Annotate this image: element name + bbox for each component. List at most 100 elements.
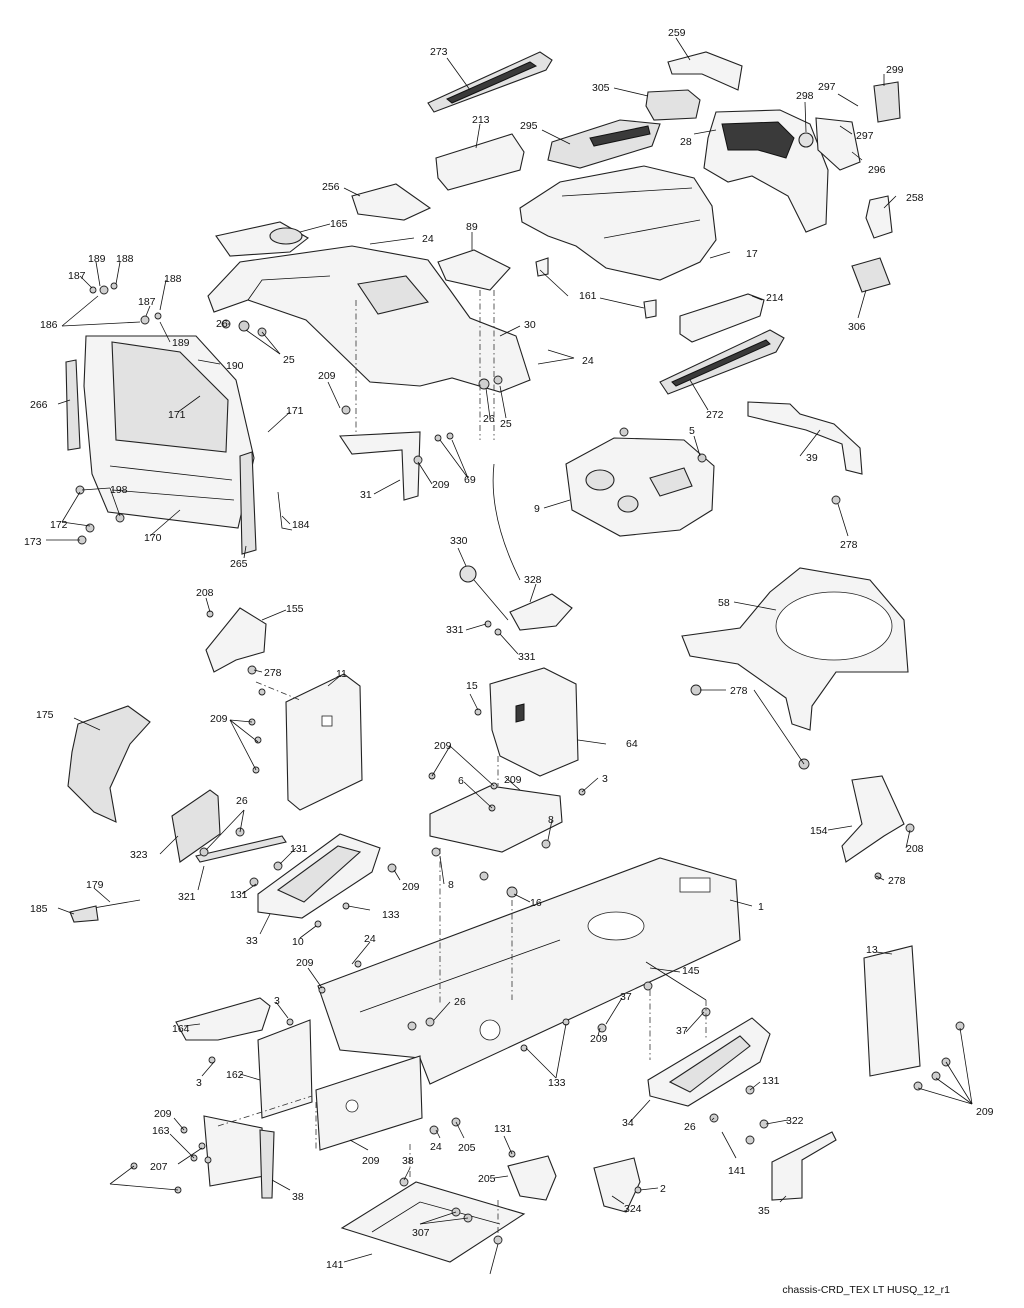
callout-label: 154 (810, 825, 828, 837)
callout-label: 190 (226, 360, 244, 372)
assembly-lines (217, 290, 707, 1236)
callout-label: 322 (786, 1115, 804, 1127)
callout-label: 165 (330, 218, 348, 230)
plate-6 (429, 785, 563, 853)
callout-label: 26 (684, 1121, 696, 1133)
callout-label: 141 (728, 1165, 746, 1177)
callout-label: 8 (448, 879, 454, 891)
callout-label: 28 (680, 136, 692, 148)
callout-label: 259 (668, 27, 686, 39)
callout-label: 26 (483, 413, 495, 425)
console-9 (565, 437, 715, 537)
rod-184 (277, 491, 293, 531)
callout-label: 30 (524, 319, 536, 331)
callout-label: 39 (806, 452, 818, 464)
callout-label: 265 (230, 558, 248, 570)
bracket-328 (509, 593, 573, 631)
fender-30 (207, 245, 531, 393)
callout-label: 296 (868, 164, 886, 176)
callout-label: 37 (676, 1025, 688, 1037)
pedal-34 (647, 1017, 771, 1107)
bracket-214 (679, 293, 765, 343)
callout-label: 33 (246, 935, 258, 947)
diagram-code: chassis-CRD_TEX LT HUSQ_12_r1 (782, 1284, 950, 1296)
plate-13 (863, 945, 921, 1077)
callout-label: 189 (172, 337, 190, 349)
hood-17 (519, 165, 717, 281)
hardware (75, 282, 965, 1245)
rod-145 (645, 961, 707, 1001)
callout-label: 8 (548, 814, 554, 826)
shield-323 (171, 789, 221, 863)
callout-label: 188 (164, 273, 182, 285)
bracket-207 (203, 1115, 265, 1187)
callout-label: 198 (110, 484, 128, 496)
callout-label: 38 (292, 1191, 304, 1203)
callout-label: 328 (524, 574, 542, 586)
callout-label: 155 (286, 603, 304, 615)
callout-label: 278 (730, 685, 748, 697)
callout-label: 133 (548, 1077, 566, 1089)
callout-label: 131 (762, 1075, 780, 1087)
callout-label: 179 (86, 879, 104, 891)
callout-label: 307 (412, 1227, 430, 1239)
callout-label: 163 (152, 1125, 170, 1137)
plate-64 (489, 667, 579, 777)
callout-label: 205 (458, 1142, 476, 1154)
callout-label: 171 (168, 409, 186, 421)
callout-label: 184 (292, 519, 310, 531)
callout-label: 187 (68, 270, 86, 282)
callout-label: 164 (172, 1023, 190, 1035)
rod-321 (195, 835, 287, 863)
callout-label: 208 (906, 843, 924, 855)
callout-label: 173 (24, 536, 42, 548)
callout-label: 10 (292, 936, 304, 948)
callout-label: 13 (866, 944, 878, 956)
callout-label: 24 (582, 355, 594, 367)
lid-256 (351, 183, 432, 221)
callout-label: 89 (466, 221, 478, 233)
callout-label: 331 (446, 624, 464, 636)
callout-label: 207 (150, 1161, 168, 1173)
callout-label: 208 (196, 587, 214, 599)
headlight-296 (815, 117, 861, 171)
callout-label: 24 (364, 933, 376, 945)
hood-cover-273 (427, 51, 553, 113)
callout-label: 205 (478, 1173, 496, 1185)
callout-label: 15 (466, 680, 478, 692)
callout-label: 9 (534, 503, 540, 515)
callout-label: 131 (230, 889, 248, 901)
rod-179 (69, 899, 141, 923)
seat-pad-89 (437, 249, 511, 291)
callout-label: 69 (464, 474, 476, 486)
plate-11 (285, 673, 363, 811)
callout-label: 38 (402, 1155, 414, 1167)
leader-lines (46, 37, 973, 1275)
callout-label: 295 (520, 120, 538, 132)
lens-299 (873, 81, 901, 123)
plate-324 (771, 1131, 837, 1201)
callout-label: 6 (458, 775, 464, 787)
callout-label: 256 (322, 181, 340, 193)
callout-label: 170 (144, 532, 162, 544)
main-frame-1 (317, 857, 741, 1085)
callout-label: 258 (906, 192, 924, 204)
callout-label: 131 (494, 1123, 512, 1135)
callout-label: 175 (36, 709, 54, 721)
side-rail-266 (65, 359, 81, 451)
callout-label: 37 (620, 991, 632, 1003)
callout-label: 209 (976, 1106, 994, 1118)
callout-label: 24 (422, 233, 434, 245)
tray-165 (215, 221, 309, 257)
bracket-39 (747, 401, 863, 475)
callout-label: 31 (360, 489, 372, 501)
callout-label: 298 (796, 90, 814, 102)
callout-label: 3 (602, 773, 608, 785)
callout-label: 133 (382, 909, 400, 921)
grille-272 (659, 329, 785, 395)
callout-label: 209 (402, 881, 420, 893)
callout-label: 324 (624, 1203, 642, 1215)
callout-label: 305 (592, 82, 610, 94)
callout-label: 17 (746, 248, 758, 260)
